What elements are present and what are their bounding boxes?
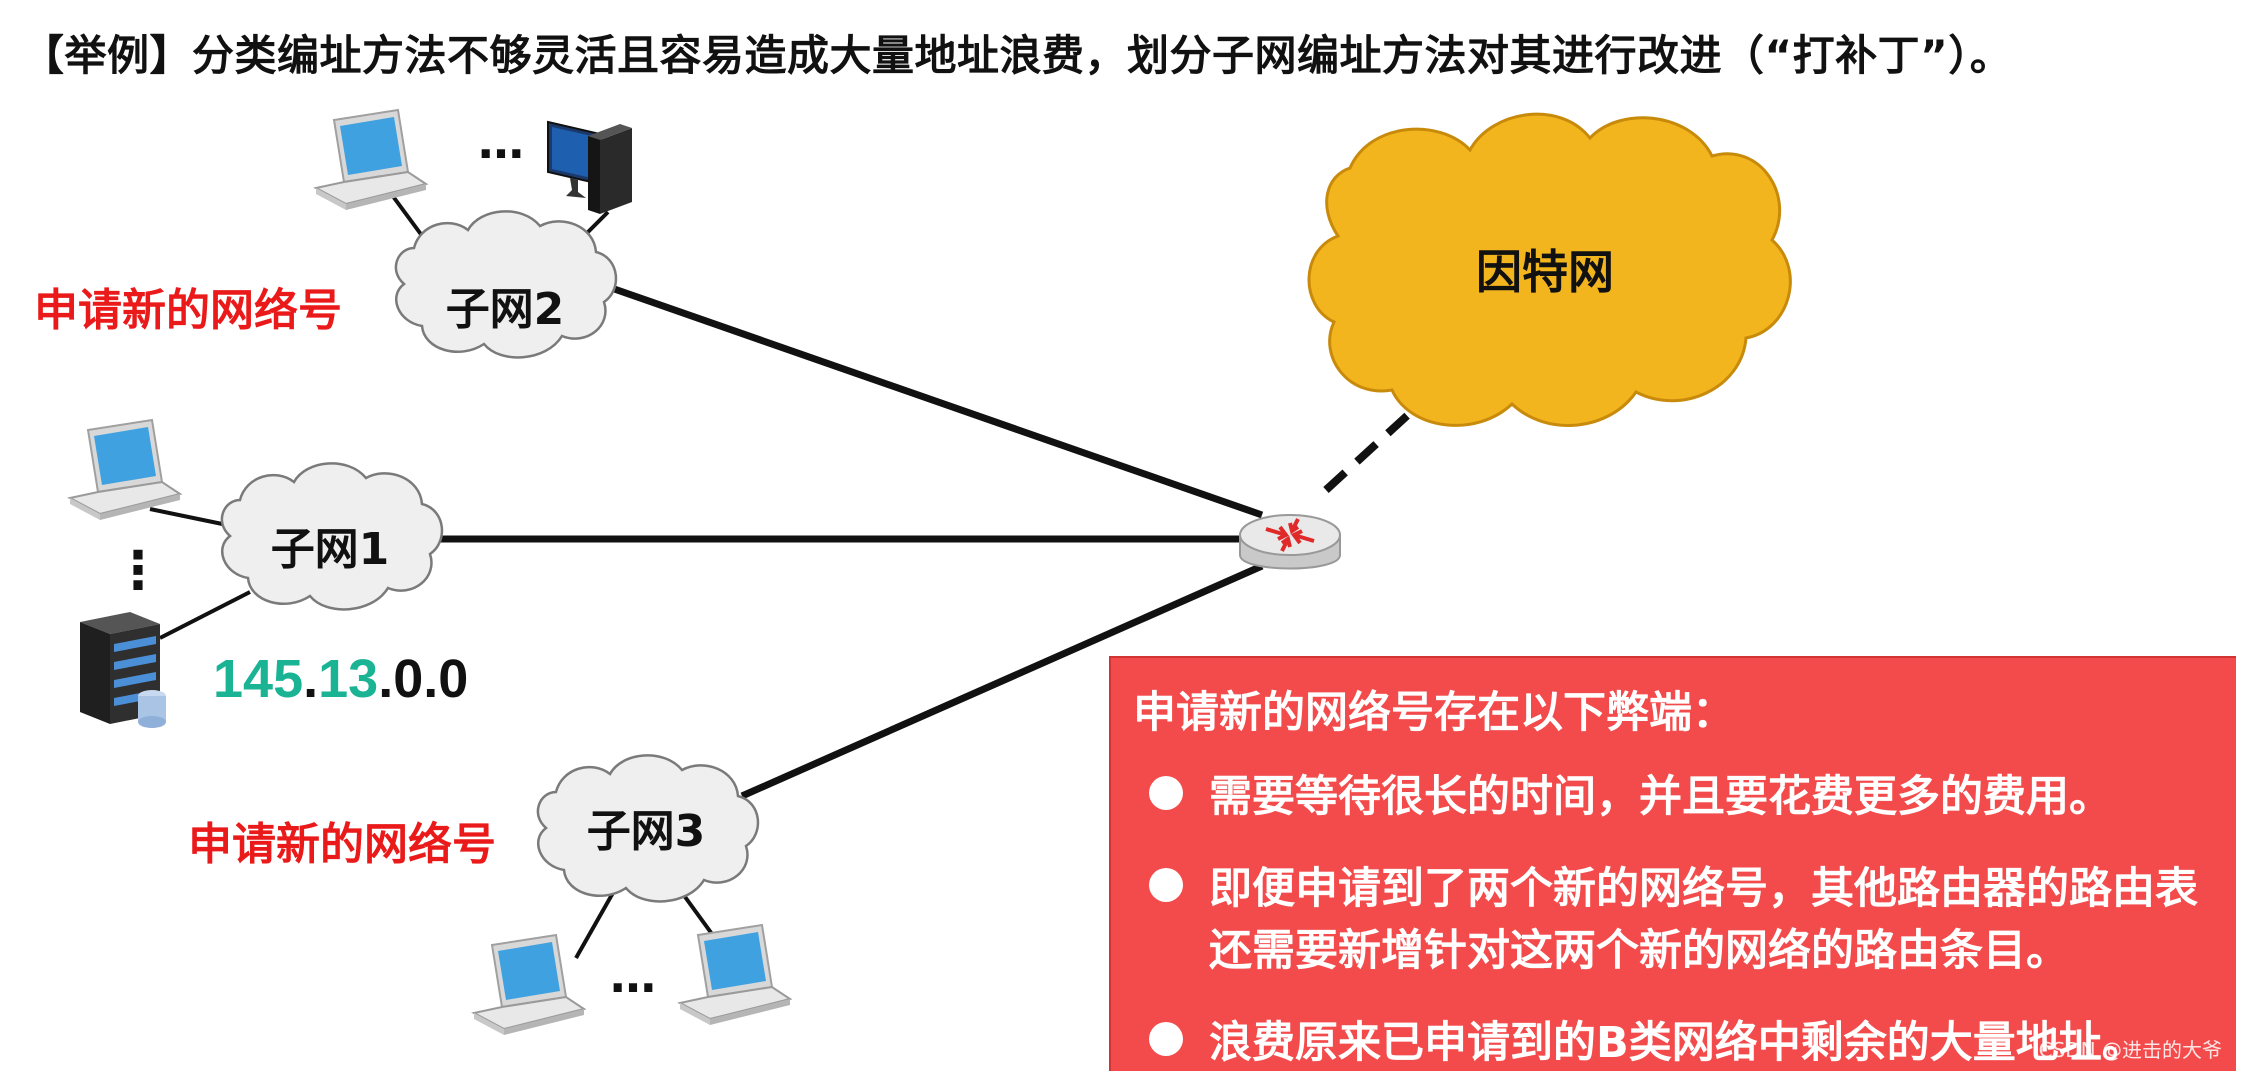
ellipsis-subnet3-hosts: … <box>610 949 656 1003</box>
link-server-subnet1 <box>159 590 251 640</box>
apply-new-network-label-top: 申请新的网络号 <box>34 285 342 336</box>
ip-network-part1: 145 <box>213 649 304 709</box>
subnet2-label: 子网2 <box>446 284 565 335</box>
link-subnet3-router <box>740 562 1264 800</box>
bullet-icon <box>1149 868 1183 902</box>
link-subnet2-router <box>598 280 1264 519</box>
drawback-item: 即便申请到了两个新的网络号，其他路由器的路由表还需要新增针对这两个新的网络的路由… <box>1133 858 2216 982</box>
subnet1-cloud: 子网1 <box>220 462 444 611</box>
link-laptop-subnet1 <box>149 507 233 528</box>
drawback-text: 即便申请到了两个新的网络号，其他路由器的路由表还需要新增针对这两个新的网络的路由… <box>1209 864 2198 976</box>
drawbacks-panel: 申请新的网络号存在以下弊端： 需要等待很长的时间，并且要花费更多的费用。 即便申… <box>1109 656 2236 1071</box>
bullet-icon <box>1149 776 1183 810</box>
laptop-icon <box>315 109 427 211</box>
watermark: CSDN @进击的大爷 <box>2038 1038 2222 1062</box>
drawback-item: 需要等待很长的时间，并且要花费更多的费用。 <box>1133 766 2216 828</box>
server-icon <box>80 612 166 728</box>
laptop-icon <box>473 934 585 1036</box>
drawback-text: 浪费原来已申请到的B类网络中剩余的大量地址。 <box>1209 1018 2145 1068</box>
desktop-computer-icon <box>547 121 633 215</box>
apply-new-network-label-bottom: 申请新的网络号 <box>188 819 496 870</box>
subnet3-label: 子网3 <box>587 806 706 857</box>
links <box>149 193 1425 959</box>
bullet-icon <box>1149 1022 1183 1056</box>
subnet2-cloud: 子网2 <box>394 210 618 359</box>
drawback-item: 浪费原来已申请到的B类网络中剩余的大量地址。 <box>1133 1012 2216 1074</box>
internet-cloud: 因特网 <box>1307 112 1792 427</box>
internet-label: 因特网 <box>1476 245 1614 299</box>
slide-title: 【举例】分类编址方法不够灵活且容易造成大量地址浪费，划分子网编址方法对其进行改进… <box>22 31 2013 80</box>
laptop-icon <box>679 924 791 1026</box>
ip-address: 145.13.0.0 <box>213 648 468 710</box>
vertical-ellipsis-subnet1-hosts: ⋮ <box>112 541 164 601</box>
ellipsis-subnet2-hosts: … <box>478 115 524 169</box>
subnet1-label: 子网1 <box>271 524 390 575</box>
ip-dot: . <box>303 649 319 709</box>
subnet3-cloud: 子网3 <box>536 754 760 903</box>
laptop-icon <box>69 419 181 521</box>
router-icon <box>1239 514 1341 570</box>
drawback-text: 需要等待很长的时间，并且要花费更多的费用。 <box>1209 772 2112 822</box>
ip-network-part2: 13 <box>318 649 379 709</box>
link-laptop1-subnet3 <box>574 883 620 959</box>
drawbacks-title: 申请新的网络号存在以下弊端： <box>1133 688 1735 738</box>
ip-host-part: .0.0 <box>378 649 469 709</box>
link-router-internet <box>1323 399 1425 493</box>
